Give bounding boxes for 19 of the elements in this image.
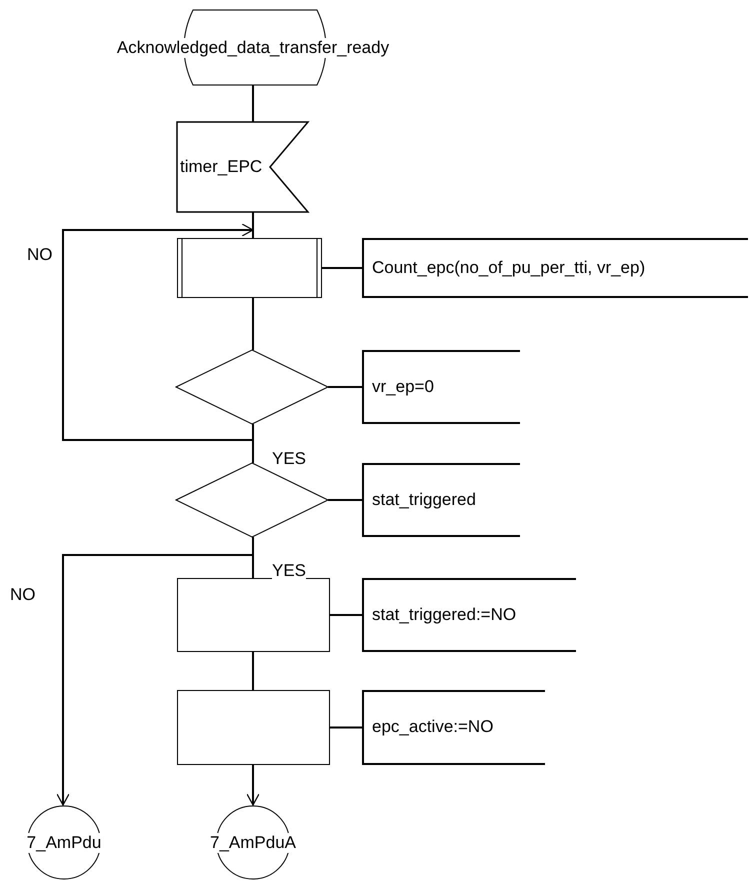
flow-line xyxy=(252,212,254,238)
comment-text: stat_triggered xyxy=(372,490,476,510)
comment-text: Count_epc(no_of_pu_per_tti, vr_ep) xyxy=(372,258,646,278)
comment-text: vr_ep=0 xyxy=(372,377,434,397)
flow-line xyxy=(322,267,362,269)
edge-label: YES xyxy=(272,561,306,581)
flow-line xyxy=(252,652,254,690)
comment-text: epc_active:=NO xyxy=(372,717,494,737)
flow-arrow xyxy=(246,765,260,806)
flow-line xyxy=(328,499,362,501)
flow-line xyxy=(328,386,362,388)
flow-line xyxy=(330,614,362,616)
flow-arrow xyxy=(62,223,254,441)
flow-line xyxy=(330,726,362,728)
comment-text: stat_triggered:=NO xyxy=(372,605,516,625)
flow-line xyxy=(252,298,254,350)
flow-line xyxy=(252,537,254,578)
signal-name: timer_EPC xyxy=(180,157,262,177)
flow-line xyxy=(252,85,254,122)
